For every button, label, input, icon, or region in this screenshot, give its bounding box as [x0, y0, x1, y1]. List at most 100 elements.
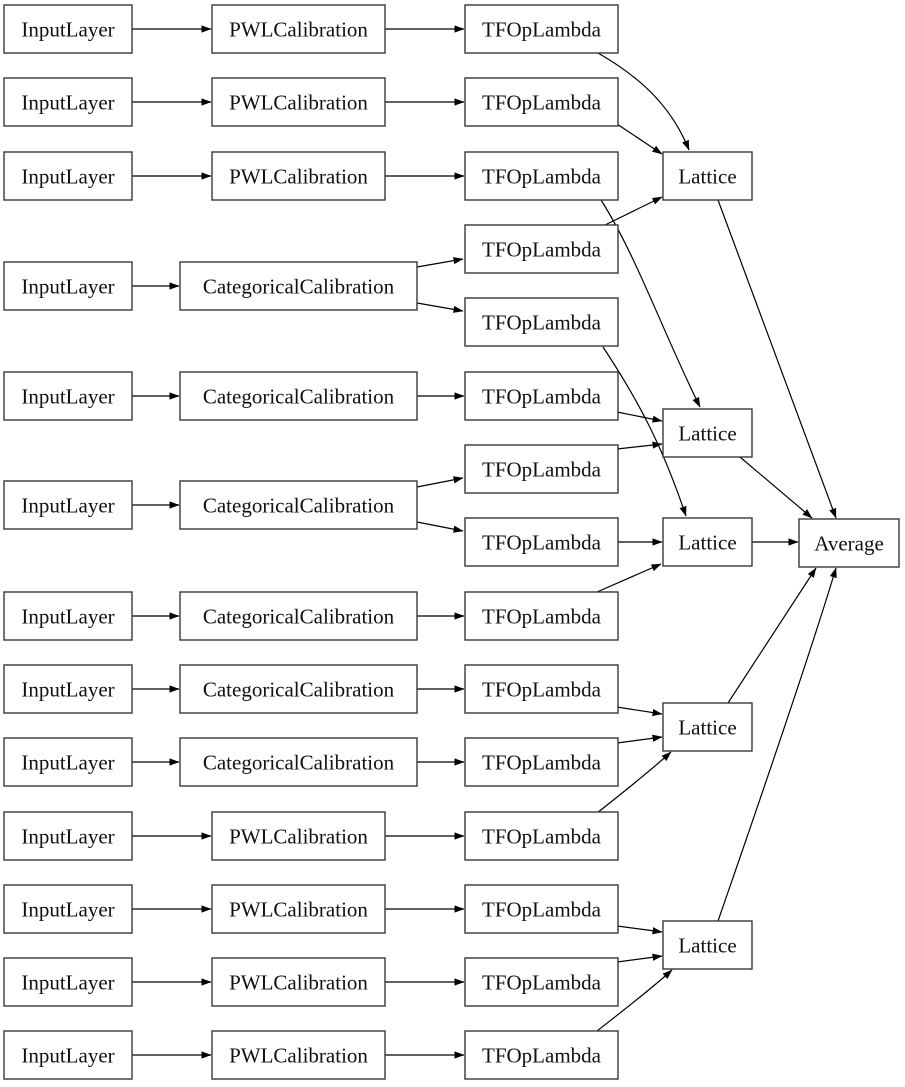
node-lattice-3: Lattice	[662, 517, 753, 567]
node-label-lattice-2: Lattice	[678, 422, 736, 446]
node-tfop-12: TFOpLambda	[464, 811, 619, 861]
edge-lattice-5-to-average	[717, 567, 837, 922]
node-box-tfop-8	[464, 517, 619, 567]
node-label-tfop-5: TFOpLambda	[482, 311, 602, 335]
node-lattice-2: Lattice	[662, 408, 753, 458]
edge-catcal-3-to-tfop-8	[416, 521, 464, 533]
node-lattice-4: Lattice	[662, 702, 753, 752]
node-label-input-7: InputLayer	[21, 605, 114, 629]
node-label-catcal-5: CategoricalCalibration	[203, 678, 395, 702]
edge-catcal-3-to-tfop-7	[416, 476, 464, 488]
edge-tfop-6-to-lattice-2	[616, 411, 663, 423]
node-pwlcal-5: PWLCalibration	[211, 884, 386, 934]
node-lattice-1: Lattice	[662, 151, 753, 201]
node-box-tfop-3	[464, 151, 619, 201]
edge-tfop-1-to-lattice-1	[597, 52, 690, 151]
node-box-tfop-14	[464, 957, 619, 1007]
node-tfop-6: TFOpLambda	[464, 371, 619, 421]
node-tfop-7: TFOpLambda	[464, 444, 619, 494]
node-box-catcal-2	[179, 371, 418, 421]
edge-catcal-1-to-tfop-4	[416, 257, 464, 268]
node-label-input-1: InputLayer	[21, 18, 114, 42]
node-box-tfop-1	[464, 4, 619, 54]
node-label-tfop-7: TFOpLambda	[482, 458, 602, 482]
node-label-input-4: InputLayer	[21, 275, 114, 299]
node-label-catcal-3: CategoricalCalibration	[203, 494, 395, 518]
node-label-tfop-14: TFOpLambda	[482, 971, 602, 995]
node-label-tfop-15: TFOpLambda	[482, 1044, 602, 1068]
node-box-input-11	[3, 884, 133, 934]
edge-lattice-1-to-average	[717, 199, 837, 519]
node-label-lattice-3: Lattice	[678, 531, 736, 555]
node-label-input-12: InputLayer	[21, 971, 114, 995]
node-label-pwlcal-4: PWLCalibration	[229, 825, 368, 849]
node-label-tfop-11: TFOpLambda	[482, 751, 602, 775]
node-box-tfop-9	[464, 591, 619, 641]
node-label-lattice-5: Lattice	[678, 934, 736, 958]
node-input-8: InputLayer	[3, 664, 133, 714]
node-box-input-5	[3, 371, 133, 421]
node-pwlcal-1: PWLCalibration	[211, 4, 386, 54]
node-box-input-7	[3, 591, 133, 641]
node-pwlcal-4: PWLCalibration	[211, 811, 386, 861]
node-box-pwlcal-1	[211, 4, 386, 54]
node-box-lattice-2	[662, 408, 753, 458]
node-input-11: InputLayer	[3, 884, 133, 934]
node-input-1: InputLayer	[3, 4, 133, 54]
node-box-tfop-12	[464, 811, 619, 861]
node-label-pwlcal-7: PWLCalibration	[229, 1044, 368, 1068]
node-label-pwlcal-1: PWLCalibration	[229, 18, 368, 42]
node-tfop-5: TFOpLambda	[464, 297, 619, 347]
node-label-input-3: InputLayer	[21, 165, 114, 189]
node-input-4: InputLayer	[3, 261, 133, 311]
node-box-tfop-2	[464, 77, 619, 127]
edge-lattice-2-to-average	[739, 456, 813, 519]
node-label-pwlcal-6: PWLCalibration	[229, 971, 368, 995]
node-tfop-13: TFOpLambda	[464, 884, 619, 934]
node-input-6: InputLayer	[3, 480, 133, 530]
node-catcal-1: CategoricalCalibration	[179, 261, 418, 311]
node-label-input-13: InputLayer	[21, 1044, 114, 1068]
node-tfop-2: TFOpLambda	[464, 77, 619, 127]
node-box-catcal-4	[179, 591, 418, 641]
node-box-average	[798, 518, 900, 568]
node-box-pwlcal-5	[211, 884, 386, 934]
edge-tfop-14-to-lattice-5	[616, 953, 663, 963]
node-tfop-11: TFOpLambda	[464, 737, 619, 787]
edge-catcal-1-to-tfop-5	[416, 302, 464, 313]
node-box-tfop-13	[464, 884, 619, 934]
node-box-input-13	[3, 1030, 133, 1080]
edge-tfop-15-to-lattice-5	[596, 969, 673, 1032]
node-box-pwlcal-2	[211, 77, 386, 127]
node-label-input-6: InputLayer	[21, 494, 114, 518]
node-box-lattice-1	[662, 151, 753, 201]
edge-tfop-10-to-lattice-4	[616, 706, 663, 717]
node-label-tfop-9: TFOpLambda	[482, 605, 602, 629]
node-label-pwlcal-2: PWLCalibration	[229, 91, 368, 115]
node-input-5: InputLayer	[3, 371, 133, 421]
node-label-tfop-10: TFOpLambda	[482, 678, 602, 702]
node-label-input-10: InputLayer	[21, 825, 114, 849]
edge-tfop-4-to-lattice-1	[604, 196, 663, 226]
node-box-catcal-1	[179, 261, 418, 311]
node-box-input-1	[3, 4, 133, 54]
node-box-tfop-6	[464, 371, 619, 421]
node-box-catcal-3	[179, 480, 418, 530]
node-tfop-14: TFOpLambda	[464, 957, 619, 1007]
node-box-pwlcal-6	[211, 957, 386, 1007]
node-label-lattice-1: Lattice	[678, 165, 736, 189]
node-catcal-5: CategoricalCalibration	[179, 664, 418, 714]
node-box-lattice-3	[662, 517, 753, 567]
node-box-tfop-15	[464, 1030, 619, 1080]
node-label-catcal-4: CategoricalCalibration	[203, 605, 395, 629]
node-box-lattice-5	[662, 920, 753, 970]
node-label-lattice-4: Lattice	[678, 716, 736, 740]
node-catcal-3: CategoricalCalibration	[179, 480, 418, 530]
node-box-input-4	[3, 261, 133, 311]
nodes-layer: InputLayerInputLayerInputLayerInputLayer…	[3, 4, 900, 1080]
node-pwlcal-6: PWLCalibration	[211, 957, 386, 1007]
node-box-catcal-5	[179, 664, 418, 714]
node-tfop-10: TFOpLambda	[464, 664, 619, 714]
node-box-tfop-11	[464, 737, 619, 787]
